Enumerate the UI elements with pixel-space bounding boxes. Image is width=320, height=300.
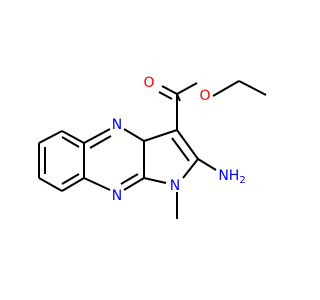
structure-canvas: O O NH2 N N N	[38, 75, 267, 219]
amino-group-label: NH2	[218, 168, 245, 186]
bond	[89, 135, 112, 149]
bond	[83, 177, 111, 191]
bond	[176, 82, 198, 95]
bond	[182, 158, 199, 179]
pyrrole-nitrogen-label: N	[170, 178, 180, 194]
bond	[61, 177, 85, 192]
atom-label-layer: O O NH2 N N N	[112, 75, 246, 204]
ring-nitrogen-bottom-label: N	[112, 188, 122, 204]
bond	[143, 177, 167, 184]
bond	[38, 130, 63, 144]
bond	[123, 128, 145, 142]
carbonyl-oxygen-label: O	[143, 75, 154, 91]
bond	[176, 129, 199, 160]
ester-oxygen-label: O	[199, 88, 210, 104]
bond	[143, 129, 178, 142]
bond	[83, 128, 111, 144]
bond	[238, 80, 267, 96]
bond	[120, 173, 139, 185]
bond	[158, 91, 173, 100]
bond	[61, 173, 80, 185]
bond	[61, 136, 80, 148]
molecule-structure: O O NH2 N N N	[38, 75, 267, 219]
ring-nitrogen-top-label: N	[112, 117, 122, 133]
bond	[123, 177, 145, 191]
bond	[197, 158, 217, 171]
bond	[61, 130, 85, 144]
bond	[212, 80, 240, 97]
bond	[38, 177, 63, 192]
bond	[161, 85, 178, 95]
bond	[176, 93, 181, 102]
bond	[171, 137, 190, 162]
bond-layer	[38, 80, 267, 219]
